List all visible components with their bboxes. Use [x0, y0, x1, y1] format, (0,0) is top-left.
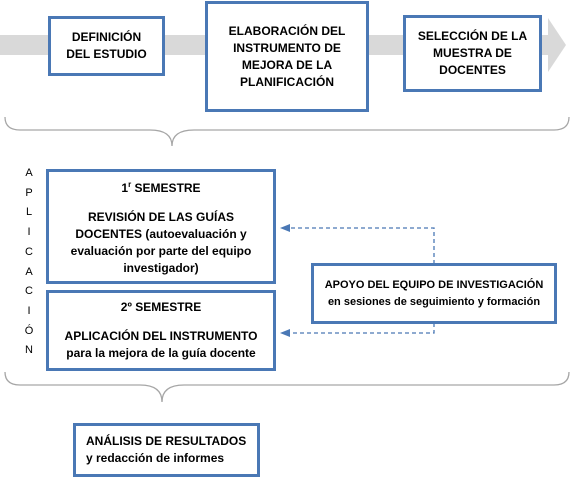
step-definicion-line2: DEL ESTUDIO [66, 47, 147, 61]
results-box: ANÁLISIS DE RESULTADOS y redacción de in… [73, 423, 260, 477]
step-seleccion-line2: MUESTRA DE [433, 46, 512, 60]
semester1-line4: investigador) [123, 261, 199, 275]
semester1-title: 1r SEMESTRE [121, 180, 201, 195]
step-seleccion-line3: DOCENTES [439, 63, 506, 77]
semester2-line2: para la mejora de la guía docente [66, 346, 256, 360]
semester1-line2: DOCENTES (autoevaluación y [75, 227, 247, 241]
top-brace [4, 116, 570, 147]
vertical-letter: N [25, 344, 33, 357]
dashed-connector-sem1 [290, 227, 435, 264]
arrowhead-sem1 [280, 224, 290, 232]
vertical-letter: P [25, 186, 33, 199]
step-elaboracion-line1: ELABORACIÓN DEL [228, 23, 346, 38]
semester1-box: 1r SEMESTRE REVISIÓN DE LAS GUÍAS DOCENT… [46, 169, 276, 284]
results-line2: y redacción de informes [86, 451, 225, 465]
step-seleccion-box: SELECCIÓN DE LA MUESTRA DE DOCENTES [403, 15, 542, 92]
step-elaboracion-line2: INSTRUMENTO DE [233, 40, 341, 55]
vertical-letter: I [27, 304, 31, 317]
step-elaboracion-line3: MEJORA DE LA [241, 57, 333, 72]
vertical-letter: Ó [24, 324, 34, 337]
semester2-title: 2º SEMESTRE [120, 300, 202, 314]
vertical-letter: A [25, 265, 33, 278]
support-box: APOYO DEL EQUIPO DE INVESTIGACIÓN en ses… [311, 263, 557, 324]
support-line1: APOYO DEL EQUIPO DE INVESTIGACIÓN [324, 278, 544, 291]
semester2-line1: APLICACIÓN DEL INSTRUMENTO [64, 329, 258, 343]
dashed-connector-sem2 [290, 323, 435, 334]
semester1-line1: REVISIÓN DE LAS GUÍAS [87, 210, 235, 224]
support-line2: en sesiones de seguimiento y formación [327, 295, 541, 308]
vertical-letter: C [25, 245, 33, 258]
arrowhead-sem2 [280, 329, 290, 337]
vertical-letter: L [25, 206, 33, 219]
vertical-letter: C [25, 285, 33, 298]
semester2-box: 2º SEMESTRE APLICACIÓN DEL INSTRUMENTO p… [46, 290, 276, 371]
results-line1: ANÁLISIS DE RESULTADOS [86, 434, 247, 448]
semester1-line3: evaluación por parte del equipo [70, 244, 252, 258]
step-definicion-line1: DEFINICIÓN [71, 30, 142, 44]
step-definicion-box: DEFINICIÓN DEL ESTUDIO [48, 16, 165, 76]
step-elaboracion-box: ELABORACIÓN DEL INSTRUMENTO DE MEJORA DE… [205, 1, 369, 112]
bottom-brace [4, 371, 570, 403]
step-seleccion-line1: SELECCIÓN DE LA [417, 29, 528, 43]
vertical-letter: I [27, 226, 31, 239]
vertical-letter: A [25, 167, 33, 179]
vertical-label-aplicacion: A P L I C A C I Ó N [22, 164, 36, 361]
step-elaboracion-line4: PLANIFICACIÓN [240, 74, 334, 89]
